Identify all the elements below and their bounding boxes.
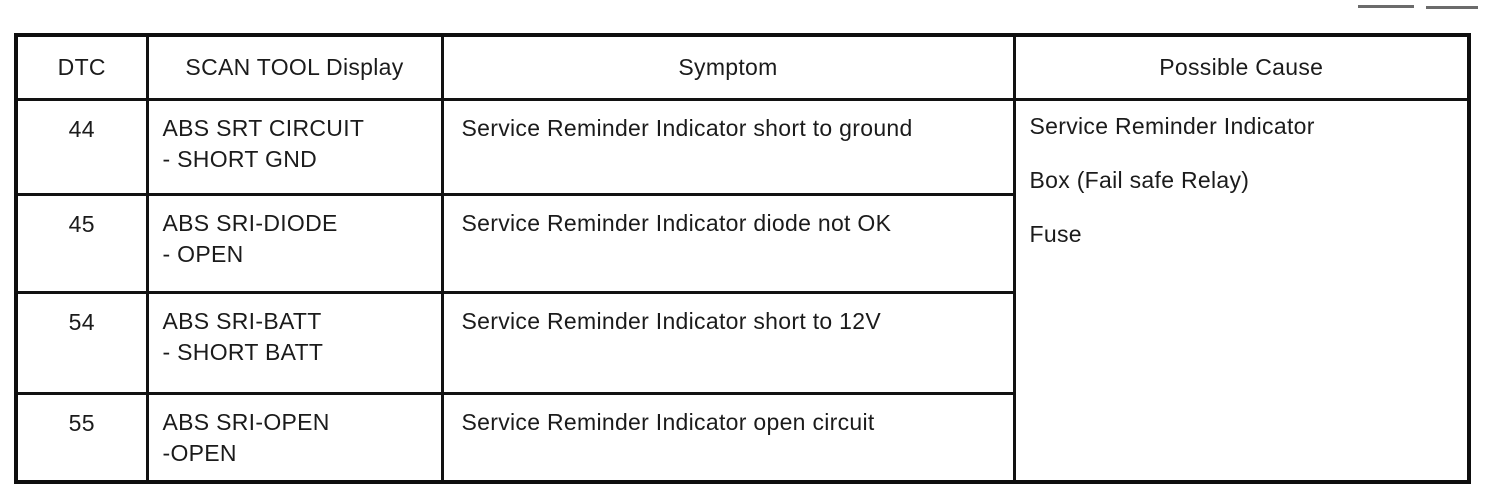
possible-cause-line: Service Reminder Indicator xyxy=(1029,112,1315,139)
symptom-cell: Service Reminder Indicator short to 12V xyxy=(440,290,1016,395)
header-scan-tool-display: SCAN TOOL Display xyxy=(145,33,444,101)
dtc-table: DTC SCAN TOOL Display Symptom Possible C… xyxy=(14,33,1471,484)
header-symptom: Symptom xyxy=(440,33,1016,101)
table-row: 54 ABS SRI-BATT - SHORT BATT Service Rem… xyxy=(14,290,1469,395)
scan-tool-line: - OPEN xyxy=(162,240,244,267)
header-dtc: DTC xyxy=(14,33,149,101)
possible-cause-line: Fuse xyxy=(1029,220,1082,247)
table-header-row: DTC SCAN TOOL Display Symptom Possible C… xyxy=(14,33,1471,101)
table-row: 55 ABS SRI-OPEN -OPEN Service Reminder I… xyxy=(14,391,1469,484)
scan-tool-cell: ABS SRI-OPEN -OPEN xyxy=(145,391,444,484)
scan-tool-cell: ABS SRT CIRCUIT - SHORT GND xyxy=(145,97,444,196)
table-row: 44 ABS SRT CIRCUIT - SHORT GND Service R… xyxy=(14,97,1471,484)
header-possible-cause: Possible Cause xyxy=(1012,33,1471,101)
symptom-cell: Service Reminder Indicator short to grou… xyxy=(440,97,1016,196)
scan-tool-line: ABS SRT CIRCUIT xyxy=(162,114,365,141)
symptom-cell: Service Reminder Indicator diode not OK xyxy=(440,192,1016,294)
scan-artifact-line xyxy=(1426,6,1478,9)
dtc-cell: 45 xyxy=(14,192,149,294)
scan-tool-line: - SHORT BATT xyxy=(162,338,324,365)
dtc-cell: 54 xyxy=(14,290,149,395)
scan-tool-line: -OPEN xyxy=(162,439,237,466)
dtc-cell: 55 xyxy=(14,391,149,484)
scan-tool-cell: ABS SRI-BATT - SHORT BATT xyxy=(145,290,444,395)
scan-tool-line: ABS SRI-DIODE xyxy=(162,209,338,236)
possible-cause-cell: Service Reminder Indicator Box (Fail saf… xyxy=(1012,97,1471,484)
symptom-cell: Service Reminder Indicator open circuit xyxy=(440,391,1016,484)
possible-cause-line: Box (Fail safe Relay) xyxy=(1029,166,1250,193)
dtc-cell: 44 xyxy=(14,97,149,196)
table-row: 45 ABS SRI-DIODE - OPEN Service Reminder… xyxy=(14,192,1469,294)
scan-tool-cell: ABS SRI-DIODE - OPEN xyxy=(145,192,444,294)
scan-tool-line: - SHORT GND xyxy=(162,145,318,172)
scan-tool-line: ABS SRI-BATT xyxy=(162,307,322,334)
scan-artifact-line xyxy=(1358,5,1414,8)
scan-tool-line: ABS SRI-OPEN xyxy=(162,408,330,435)
